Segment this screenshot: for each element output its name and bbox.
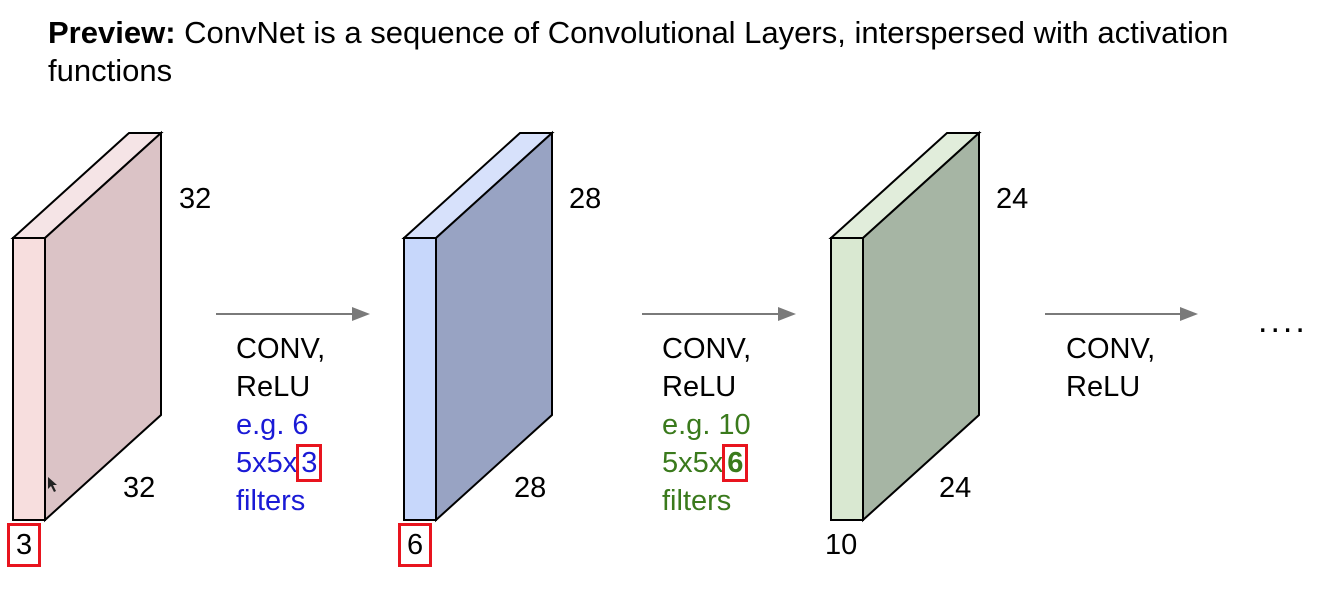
step-1-filter-depth: 3 [296,444,323,482]
step-1-eg: e.g. 6 [236,409,309,441]
volume-conv1-depth-value: 6 [407,529,424,561]
step-2-line1: CONV, [662,333,752,365]
step-2-filter-prefix: 5x5x [662,447,724,479]
volume-conv1-width: 28 [514,472,547,504]
step-2-filter-depth: 6 [722,444,749,482]
step-2-filters: filters [662,485,732,517]
arrow-3 [1045,307,1198,321]
volume-input-side [44,130,162,523]
volume-input [10,130,164,523]
volume-conv1-side [435,130,553,523]
volume-input-front [12,237,46,521]
step-1-line1: CONV, [236,333,326,365]
volume-conv2-front [830,237,864,521]
ellipsis: .... [1258,302,1308,340]
volume-conv2 [828,130,982,523]
step-3-line1: CONV, [1066,333,1156,365]
step-3-line2: ReLU [1066,371,1141,403]
step-1-filters: filters [236,485,306,517]
volume-conv1-height: 28 [569,183,602,215]
step-1-filter-prefix: 5x5x [236,447,298,479]
volume-conv1 [401,130,555,523]
cursor-icon [48,477,57,492]
slide-heading: Preview: ConvNet is a sequence of Convol… [48,14,1308,90]
step-2-eg: e.g. 10 [662,409,751,441]
volume-conv2-side [862,130,980,523]
volume-input-height: 32 [179,183,212,215]
volume-conv2-width: 24 [939,472,972,504]
volume-input-depth-value: 3 [16,529,33,561]
arrow-2 [642,307,796,321]
volume-conv1-depth: 6 [398,523,433,567]
volume-conv2-depth: 10 [825,529,858,561]
step-3-label: CONV, ReLU [1066,330,1155,406]
volume-conv1-front [403,237,437,521]
step-1-line2: ReLU [236,371,311,403]
heading-text: ConvNet is a sequence of Convolutional L… [48,15,1229,88]
arrow-1 [216,307,370,321]
volume-conv2-height: 24 [996,183,1029,215]
heading-bold: Preview: [48,15,176,50]
volume-input-width: 32 [123,472,156,504]
volume-input-depth: 3 [7,523,42,567]
step-2-line2: ReLU [662,371,737,403]
